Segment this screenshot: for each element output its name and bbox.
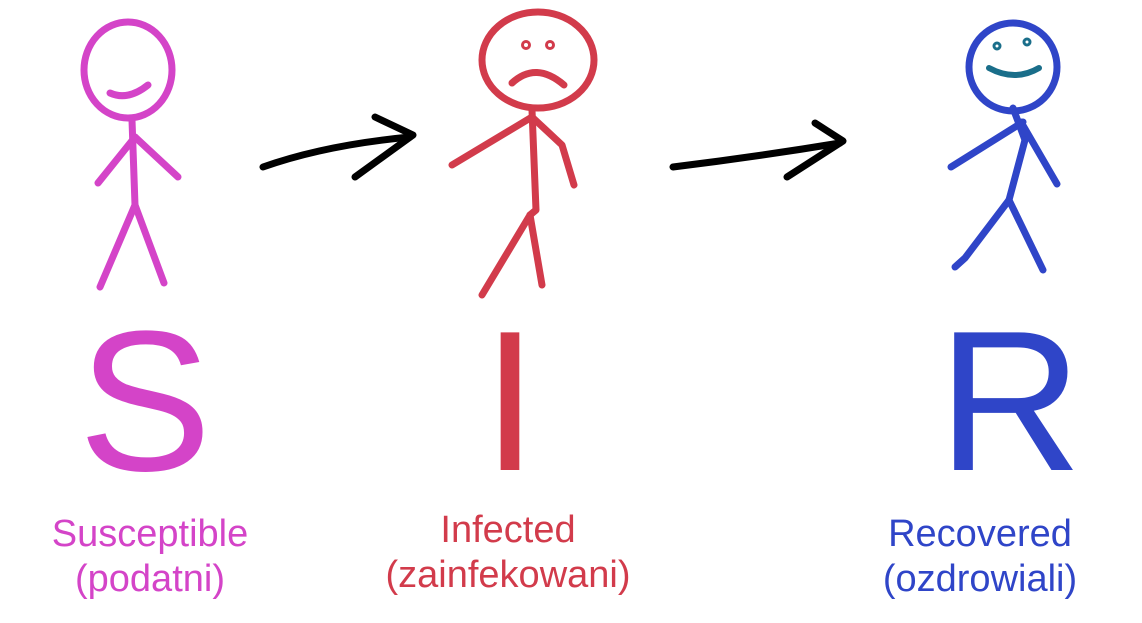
susceptible-mouth — [110, 85, 148, 96]
infected-left-eye — [525, 44, 528, 47]
susceptible-right-leg — [135, 205, 164, 283]
infected-head — [482, 12, 594, 108]
infected-caption: Infected (zainfekowani) — [348, 508, 668, 598]
recovered-label-pl: (ozdrowiali) — [820, 557, 1140, 602]
infected-label: Infected — [348, 508, 668, 553]
infected-right-leg — [530, 215, 542, 285]
infected-stick-figure-icon — [440, 5, 610, 300]
recovered-label: Recovered — [820, 512, 1140, 557]
susceptible-label: Susceptible — [0, 512, 310, 557]
infected-torso — [530, 110, 536, 215]
susceptible-right-arm — [135, 137, 178, 177]
recovered-left-eye — [996, 45, 999, 48]
arrow-i-to-r-icon — [665, 115, 855, 195]
susceptible-head — [84, 22, 172, 118]
infected-letter: I — [440, 302, 580, 502]
susceptible-torso — [132, 120, 135, 205]
susceptible-left-arm — [98, 137, 135, 183]
susceptible-left-leg — [100, 205, 135, 287]
susceptible-letter: S — [60, 302, 230, 502]
recovered-right-eye — [1026, 41, 1029, 44]
susceptible-label-pl: (podatni) — [0, 557, 310, 602]
recovered-stick-figure-icon — [935, 12, 1075, 277]
infected-left-arm — [452, 117, 532, 165]
recovered-head — [969, 23, 1057, 111]
recovered-letter: R — [920, 302, 1100, 502]
recovered-smile — [989, 68, 1039, 75]
infected-mouth — [512, 72, 564, 85]
recovered-left-arm — [951, 122, 1023, 167]
infected-right-arm — [532, 117, 574, 185]
recovered-caption: Recovered (ozdrowiali) — [820, 512, 1140, 602]
recovered-torso — [1009, 140, 1025, 200]
recovered-right-arm — [1021, 122, 1057, 184]
infected-left-leg — [482, 215, 530, 295]
susceptible-stick-figure-icon — [60, 15, 200, 295]
infected-right-eye — [549, 44, 552, 47]
infected-label-pl: (zainfekowani) — [348, 553, 668, 598]
recovered-right-leg — [1009, 200, 1043, 270]
arrow-s-to-i-icon — [255, 105, 430, 195]
susceptible-caption: Susceptible (podatni) — [0, 512, 310, 602]
recovered-left-leg — [955, 200, 1009, 267]
